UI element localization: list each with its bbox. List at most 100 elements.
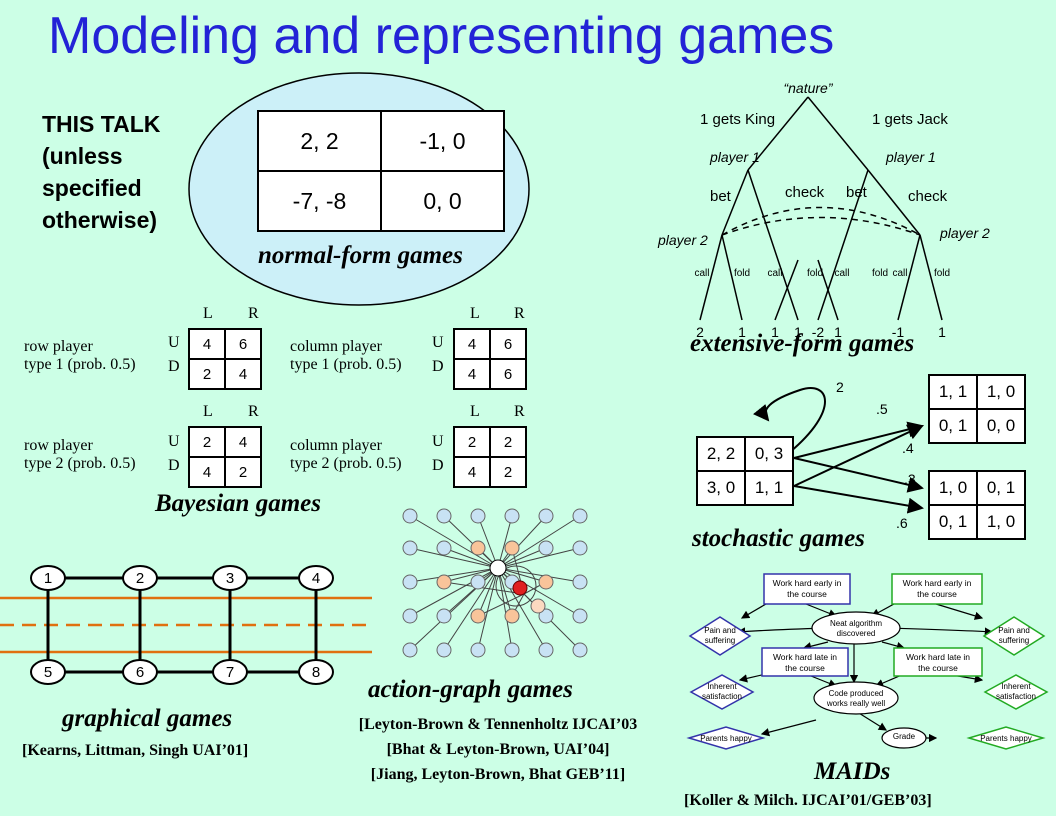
payoff-cell: 2, 2 [696, 436, 746, 472]
leaf-payoff: 1 [834, 324, 842, 340]
player-node [298, 659, 334, 685]
action-label: bet [710, 188, 732, 205]
action-graph-edge [477, 593, 525, 617]
nature-label: “nature” [783, 80, 833, 96]
extensive-form-label: extensive-form games [690, 330, 915, 357]
leaf-payoff: -1 [892, 324, 905, 340]
utility-node [966, 726, 1046, 750]
action-node [402, 608, 418, 624]
payoff-cell: 1, 0 [976, 374, 1026, 410]
payoff-cell: -7, -8 [257, 170, 382, 232]
action-node [538, 508, 554, 524]
action-graph-edge [497, 515, 581, 569]
maid-node-label: Code produced [829, 689, 884, 698]
action-node [572, 508, 588, 524]
action-graph-edge [477, 567, 499, 617]
payoff-cell: 2 [489, 426, 527, 458]
prob-label: .4 [902, 440, 914, 456]
action-graph-edge [497, 515, 513, 569]
maid-node-label: Work hard early in [773, 578, 842, 588]
payoff-cell: 1, 0 [928, 470, 978, 506]
action-label: check [785, 184, 825, 201]
action-graph-edge [443, 567, 499, 651]
maid-node-label: satisfaction [702, 692, 742, 701]
type-label-text: row player [24, 338, 93, 355]
action-node [470, 574, 486, 590]
player-node-label: 8 [312, 664, 320, 681]
this-talk-note: THIS TALK (unless specified otherwise) [42, 108, 160, 236]
player-node-label: 4 [312, 570, 320, 587]
action-graph-edge [443, 547, 499, 569]
maid-node-label: the course [787, 589, 827, 599]
leaf-action-label: fold [934, 268, 950, 279]
row-label: U [432, 334, 444, 351]
action-node-highlight [512, 580, 528, 596]
col-label: R [514, 403, 525, 420]
action-node [504, 608, 520, 624]
player-label: player 1 [709, 149, 760, 165]
prob-label: 2 [836, 380, 844, 395]
row-label: D [168, 358, 180, 375]
type-label-text: type 2 (prob. 0.5) [24, 455, 136, 472]
leaf-payoff: 1 [771, 324, 779, 340]
action-graph-loop [495, 565, 537, 607]
citation-line: [Bhat & Leyton-Brown, UAI’04] [386, 741, 610, 758]
action-node [538, 540, 554, 556]
maid-node-label: Parents happy [980, 734, 1032, 743]
action-graph-edge [409, 547, 499, 569]
action-graph-edge [409, 567, 499, 617]
payoff-cell: -1, 0 [380, 110, 505, 172]
player-node [30, 659, 66, 685]
leaf-action-label: fold [734, 268, 750, 279]
action-graph-edge [443, 581, 525, 595]
maid-node-label: Inherent [707, 682, 737, 691]
action-graph-diagram [402, 508, 588, 658]
prob-label: .3 [904, 471, 916, 487]
decision-node [893, 647, 983, 677]
maid-node-label: Work hard late in [906, 652, 970, 662]
maid-node-label: Inherent [1001, 682, 1031, 691]
payoff-cell: 0, 1 [928, 408, 978, 444]
payoff-cell: 4 [453, 328, 491, 360]
payoff-cell: 3, 0 [696, 470, 746, 506]
payoff-cell: 6 [489, 358, 527, 390]
leaf-action-label: call [694, 268, 709, 279]
type-label-text: type 1 (prob. 0.5) [24, 356, 136, 373]
action-node [572, 540, 588, 556]
graphical-label: graphical games [62, 705, 233, 732]
leaf-action-label: fold [807, 268, 823, 279]
payoff-cell: 4 [453, 456, 491, 488]
row-label: D [432, 457, 444, 474]
maid-node-label: Neat algorithm [830, 619, 882, 628]
action-node [538, 608, 554, 624]
payoff-cell: 0, 1 [976, 470, 1026, 506]
branch-label: 1 gets Jack [872, 111, 948, 128]
payoff-cell: 4 [453, 358, 491, 390]
col-label: R [248, 305, 259, 322]
payoff-cell: 6 [224, 328, 262, 360]
action-graph-edge [497, 515, 547, 569]
col-label: L [470, 305, 480, 322]
player-node-label: 5 [44, 664, 52, 681]
action-graph-label: action-graph games [368, 676, 573, 703]
action-graph-edge [497, 567, 581, 583]
leaf-payoff: 1 [738, 324, 746, 340]
maid-node-label: Work hard early in [903, 578, 972, 588]
decision-node [891, 573, 983, 605]
extensive-form-tree: “nature” 1 gets King 1 gets Jack player … [657, 80, 990, 340]
utility-node [686, 726, 766, 750]
player-label: player 2 [657, 232, 708, 248]
payoff-cell: 4 [188, 328, 226, 360]
maid-node-label: suffering [705, 636, 736, 645]
stochastic-arrows: 2 .5 .4 .3 .6 [753, 380, 924, 531]
decision-node [763, 573, 851, 605]
player-node-label: 3 [226, 570, 234, 587]
